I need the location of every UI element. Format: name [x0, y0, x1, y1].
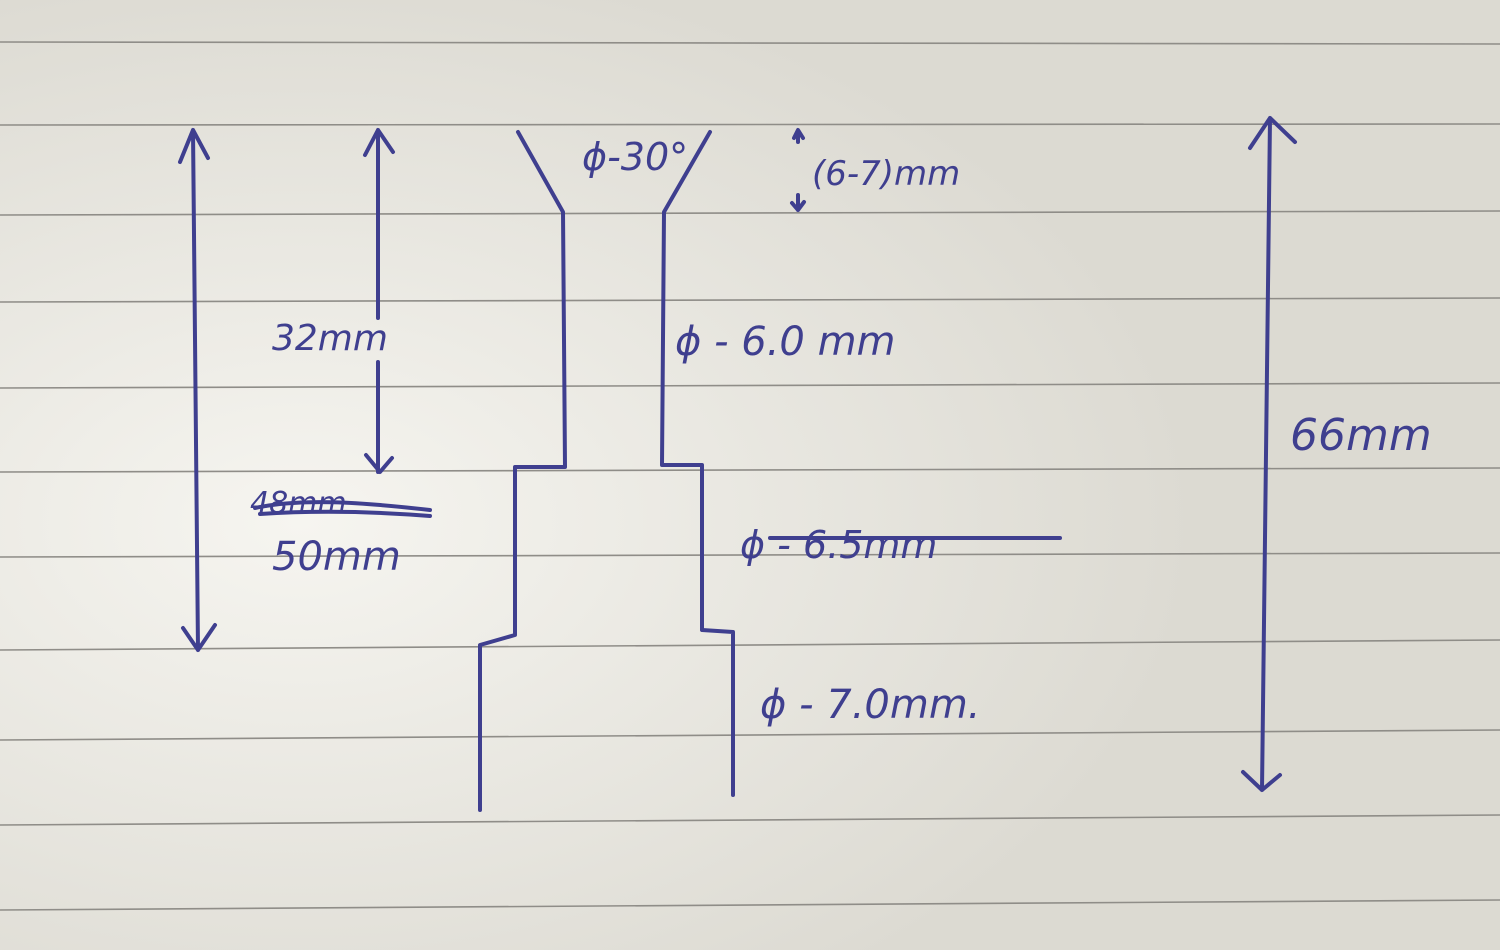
length-50-label: 50mm: [272, 534, 401, 580]
total-length-label: 66mm: [1290, 410, 1432, 461]
middle-diameter-label: ϕ - 6.5mm: [740, 523, 937, 567]
taper-angle-label: ϕ-30°: [582, 135, 688, 179]
pin-outline: [478, 130, 735, 812]
dimension-arrows: [178, 116, 1297, 792]
taper-length-label: (6-7)mm: [812, 154, 960, 194]
ruled-lines: [0, 41, 1500, 911]
base-diameter-label: ϕ - 7.0mm.: [760, 682, 981, 728]
shaft-diameter-label: ϕ - 6.0 mm: [675, 319, 896, 365]
crossed-out-scribble: [253, 500, 432, 518]
length-32-label: 32mm: [272, 318, 388, 359]
